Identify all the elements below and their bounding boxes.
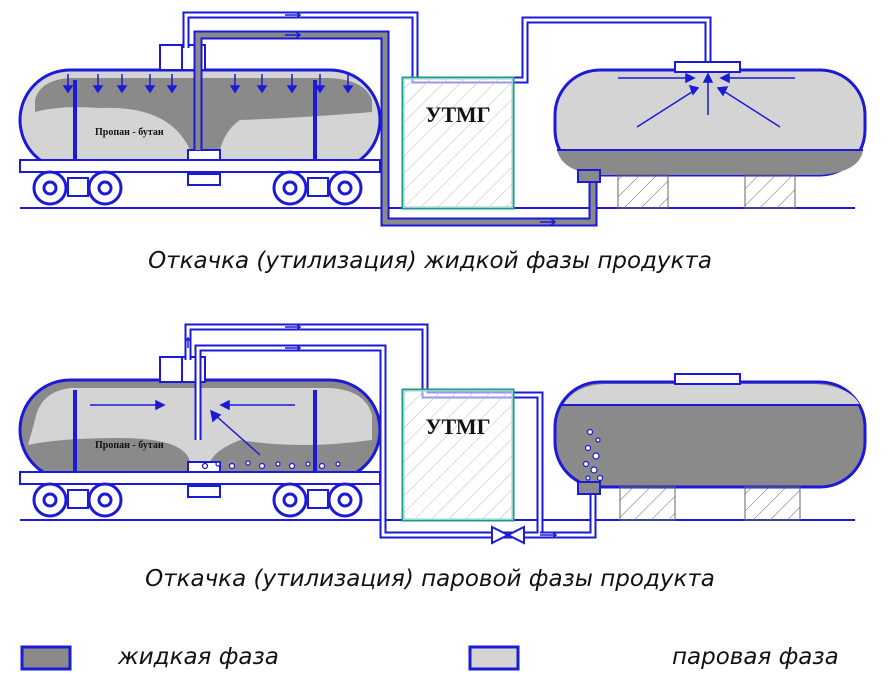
storage-tank — [553, 373, 867, 521]
legend-liquid-label: жидкая фаза — [118, 644, 279, 670]
caption-vapor-phase: Откачка (утилизация) паровой фазы продук… — [145, 566, 715, 592]
utmg-label: УТМГ — [425, 102, 490, 127]
legend-vapor-label: паровая фаза — [672, 644, 839, 670]
tank-label: Пропан - бутан — [95, 127, 164, 138]
diagram-liquid-phase: Пропан - бутан УТМГ — [18, 11, 867, 227]
diagram-vapor-phase: Пропан - бутан УТМГ — [18, 323, 867, 545]
storage-tank — [553, 61, 867, 209]
caption-liquid-phase: Откачка (утилизация) жидкой фазы продукт… — [148, 248, 712, 274]
valve-icon — [491, 525, 525, 545]
utmg-label: УТМГ — [425, 414, 490, 439]
legend-vapor-swatch — [468, 645, 520, 671]
tank-label: Пропан - бутан — [95, 440, 164, 451]
legend-liquid-swatch — [20, 645, 72, 671]
